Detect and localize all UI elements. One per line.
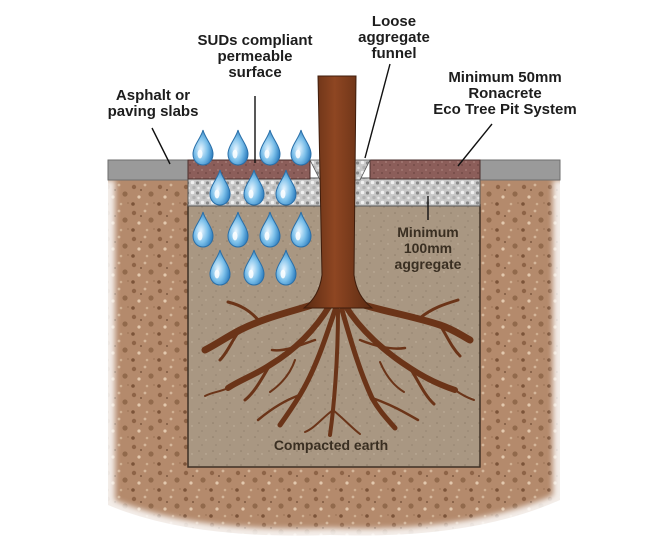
water-drop-highlight: [264, 231, 270, 241]
water-drop-1: [192, 129, 214, 166]
water-drop-highlight: [232, 149, 238, 159]
leader-ronacrete: [457, 123, 493, 167]
water-drop-highlight: [248, 269, 254, 279]
asphalt-right: [479, 159, 561, 181]
ronacrete-surface-right: [369, 159, 481, 180]
water-drop-2: [227, 129, 249, 166]
water-drop-highlight: [197, 231, 203, 241]
water-drops: [192, 129, 312, 286]
water-drop-highlight: [264, 149, 270, 159]
water-drop-highlight: [295, 149, 301, 159]
label-loose-aggregate-funnel: Loose aggregate funnel: [358, 13, 430, 62]
label-ronacrete-system: Minimum 50mm Ronacrete Eco Tree Pit Syst…: [433, 69, 577, 118]
label-minimum-aggregate: Minimum 100mm aggregate: [394, 224, 462, 272]
label-suds-surface: SUDs compliant permeable surface: [197, 32, 313, 81]
water-drop-highlight: [197, 149, 203, 159]
asphalt-left: [107, 159, 189, 181]
water-drop-highlight: [295, 231, 301, 241]
water-drop-highlight: [280, 269, 286, 279]
water-drop-highlight: [214, 269, 220, 279]
water-drop-4: [290, 129, 312, 166]
tree-trunk: [302, 75, 374, 309]
water-drop-highlight: [232, 231, 238, 241]
water-drop-3: [259, 129, 281, 166]
water-drop-highlight: [214, 189, 220, 199]
leader-lines: [151, 63, 493, 220]
water-drop-highlight: [248, 189, 254, 199]
leader-asphalt: [151, 127, 171, 165]
water-drop-highlight: [280, 189, 286, 199]
label-asphalt-paving: Asphalt or paving slabs: [107, 87, 199, 120]
label-compacted-earth: Compacted earth: [273, 437, 389, 453]
leader-loose: [364, 63, 391, 159]
